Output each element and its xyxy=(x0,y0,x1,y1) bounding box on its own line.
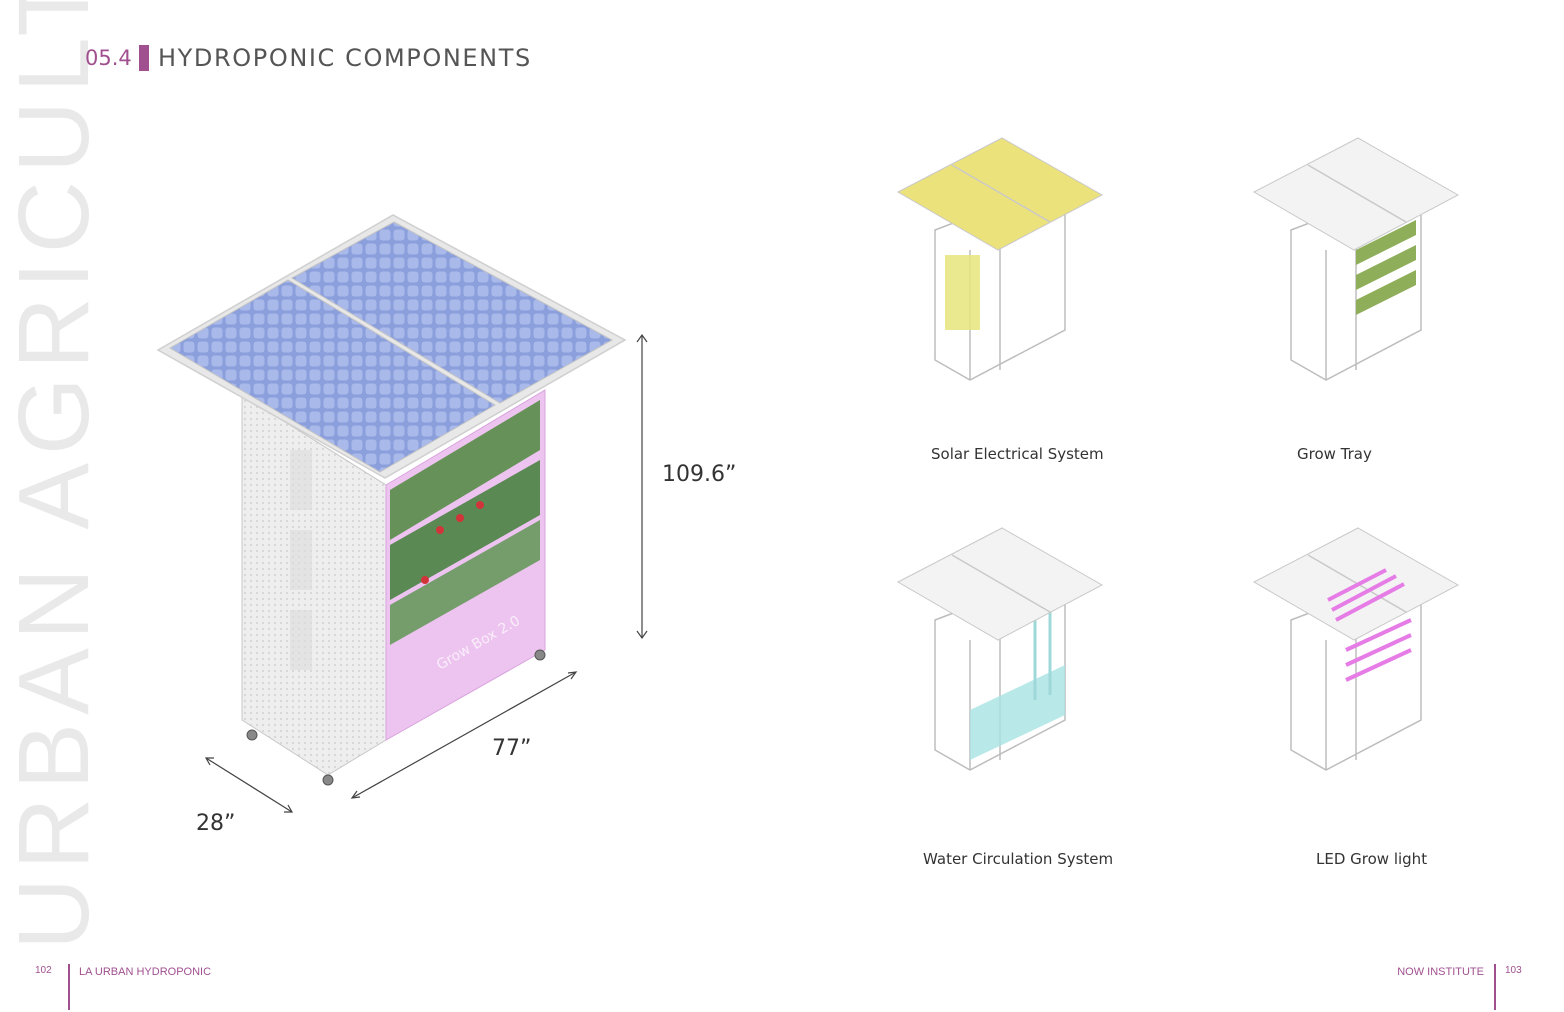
width-dimension-arrow xyxy=(350,671,578,799)
led-light-highlight xyxy=(1327,568,1412,682)
cabinet-side-panel xyxy=(241,394,387,776)
component-caption-grow-tray: Grow Tray xyxy=(1297,445,1372,463)
main-unit-illustration: Grow Box 2.0 xyxy=(156,214,648,813)
grow-tray-highlight-2 xyxy=(1356,245,1416,290)
page-title: HYDROPONIC COMPONENTS xyxy=(158,44,532,72)
plant-display-panel: Grow Box 2.0 xyxy=(385,389,546,741)
left-page-number: 102 xyxy=(35,965,52,976)
solar-roof-highlight xyxy=(896,137,1104,251)
right-footer-rule xyxy=(1494,964,1496,1010)
height-dimension-label: 109.6” xyxy=(662,462,737,487)
component-caption-led: LED Grow light xyxy=(1316,850,1428,868)
left-footer-rule xyxy=(68,964,70,1010)
side-watermark: URBAN AGRICULTURE xyxy=(0,0,110,950)
solar-roof xyxy=(156,214,627,479)
header-accent-bar xyxy=(139,45,149,71)
component-caption-water: Water Circulation System xyxy=(923,850,1114,868)
component-solar-illustration xyxy=(896,137,1104,381)
width-dimension-label: 77” xyxy=(492,736,532,761)
left-footer-title: LA URBAN HYDROPONIC xyxy=(79,966,212,978)
depth-dimension-arrow xyxy=(204,757,294,813)
component-water-illustration xyxy=(896,527,1104,771)
component-led-illustration xyxy=(1252,527,1460,771)
section-number: 05.4 xyxy=(85,46,132,70)
height-dimension-arrow xyxy=(636,333,648,640)
grow-tray-highlight-1 xyxy=(1356,220,1416,265)
right-footer-title: NOW INSTITUTE xyxy=(1397,966,1484,978)
component-tray-illustration xyxy=(1252,137,1460,381)
caster-wheels xyxy=(246,649,546,786)
grow-tray-highlight-3 xyxy=(1356,270,1416,315)
water-tank-highlight xyxy=(970,665,1065,760)
depth-dimension-label: 28” xyxy=(196,811,236,836)
right-page-number: 103 xyxy=(1505,965,1522,976)
component-caption-solar: Solar Electrical System xyxy=(931,445,1104,463)
